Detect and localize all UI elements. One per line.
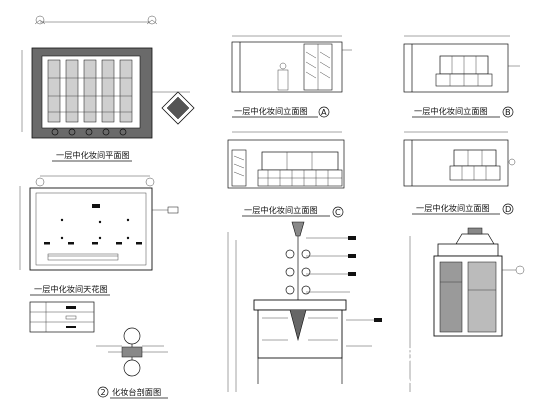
- svg-text:D: D: [505, 204, 511, 214]
- elevation-marker-d: D: [502, 203, 514, 215]
- elevation-a-caption: 一层中化妆间立面图: [234, 106, 308, 116]
- lamp-bulbs: [285, 249, 311, 295]
- elevation-marker-b: B: [502, 106, 514, 118]
- vanity-drawers: [258, 170, 342, 186]
- ceiling-plan: 一层中化妆间天花图: [19, 175, 179, 296]
- section-marker-2: 2: [97, 386, 109, 398]
- watermark-url: www.znzmo.com: [390, 374, 482, 386]
- elevation-d-caption: 一层中化妆间立面图: [416, 203, 490, 213]
- svg-text:2: 2: [101, 387, 106, 397]
- ceiling-plan-caption: 一层中化妆间天花图: [34, 284, 108, 294]
- floor-plan: 一层中化妆间平面图: [21, 15, 195, 162]
- lamp-section-detail: [227, 221, 382, 392]
- watermark-name: 知末资料库: [389, 344, 480, 365]
- elevation-a: 一层中化妆间立面图 A: [231, 35, 352, 118]
- glass-door-pattern: [305, 44, 331, 90]
- elevation-b-caption: 一层中化妆间立面图: [414, 106, 488, 116]
- elevation-marker-a: A: [318, 106, 330, 118]
- corner-ornament-left: [35, 177, 45, 187]
- elevation-c: 一层中化妆间立面图 C: [227, 131, 345, 218]
- vanity-section-caption: 化妆台剖面图: [112, 387, 161, 397]
- elevation-marker-c: C: [332, 206, 344, 218]
- svg-text:B: B: [505, 107, 511, 117]
- legend-table: [29, 301, 95, 333]
- floor-plan-seating: [51, 128, 127, 136]
- corner-ornament-right: [145, 177, 155, 187]
- detail-index-marker: [152, 91, 195, 125]
- elevation-c-caption: 一层中化妆间立面图: [244, 205, 318, 215]
- svg-text:C: C: [335, 207, 341, 217]
- floor-plan-caption: 一层中化妆间平面图: [56, 150, 130, 160]
- elevation-d: 一层中化妆间立面图 D: [403, 131, 516, 215]
- watermark: 知末资料库 www.znzmo.com: [389, 344, 482, 386]
- cabinet-detail: [409, 227, 525, 392]
- floor-plan-cabinets: [47, 59, 133, 123]
- corner-ornament-right: [146, 15, 158, 25]
- svg-text:A: A: [321, 107, 327, 117]
- elevation-b: 一层中化妆间立面图 B: [403, 35, 520, 118]
- corner-ornament-left: [34, 15, 46, 25]
- ceiling-light-fixtures: [44, 204, 142, 245]
- vanity-section: 2 化妆台剖面图: [96, 327, 168, 399]
